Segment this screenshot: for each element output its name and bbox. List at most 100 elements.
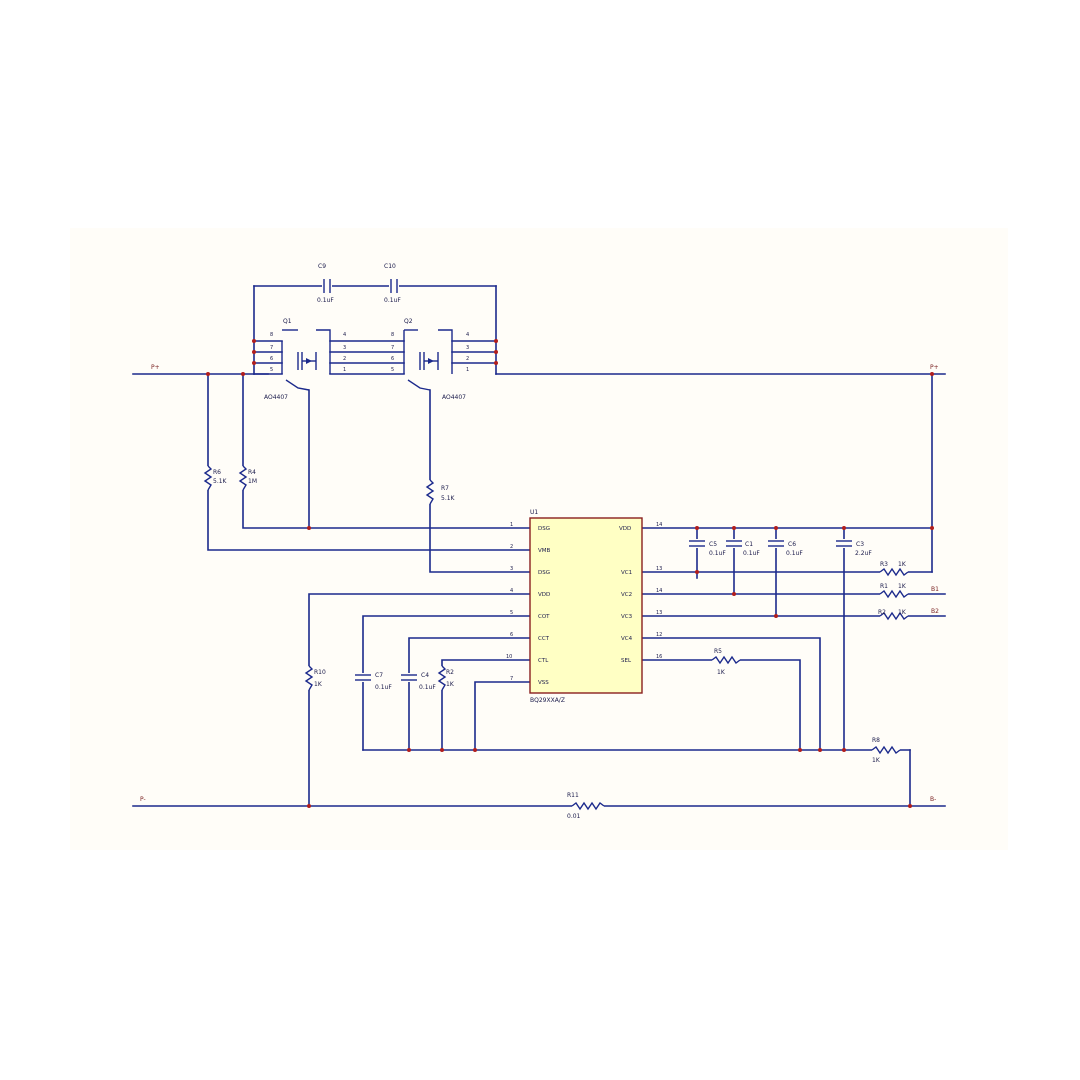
junction-dot xyxy=(252,361,256,365)
capacitor-c3: C3 2.2uF xyxy=(836,539,872,557)
q1-pin: 7 xyxy=(270,345,273,351)
junction-dot xyxy=(440,748,444,752)
c1-ref: C1 xyxy=(745,541,753,548)
capacitor-c10: C10 0.1uF xyxy=(384,263,401,304)
wire-r4-dsg xyxy=(242,373,531,529)
pin-name: VC1 xyxy=(621,570,632,576)
q1-pin: 4 xyxy=(343,332,346,338)
r6-value: 5.1K xyxy=(213,478,228,485)
pin-name: VSS xyxy=(538,680,549,686)
r4-gap xyxy=(238,466,248,490)
junction-dot xyxy=(206,372,210,376)
q2-ref: Q2 xyxy=(404,318,413,325)
junction-dot xyxy=(252,350,256,354)
junction-dot xyxy=(732,592,736,596)
pin-num: 5 xyxy=(510,610,513,616)
wire-q2-gate xyxy=(429,389,531,573)
junction-dot xyxy=(494,339,498,343)
resistor-r3: R3 1K xyxy=(879,561,909,577)
pin-name: SEL xyxy=(621,658,632,664)
q2-arrow-icon xyxy=(428,358,434,364)
c7-value: 0.1uF xyxy=(375,684,392,691)
r5-value: 1K xyxy=(446,681,455,688)
junction-dot xyxy=(818,748,822,752)
wire-vss xyxy=(474,681,531,751)
resistor-r10: R10 1K xyxy=(304,665,326,691)
c9-ref: C9 xyxy=(318,263,326,270)
resistor-r4: R4 1M xyxy=(238,465,257,491)
c5-ref: C5 xyxy=(709,541,717,548)
wire-sel xyxy=(641,659,801,751)
capacitor-c7: C7 0.1uF xyxy=(355,672,392,691)
r4-value: 1M xyxy=(248,478,257,485)
pin-num: 1 xyxy=(510,522,513,528)
wire-cct-c4 xyxy=(408,637,531,751)
r7-value: 5.1K xyxy=(441,495,456,502)
r6-zigzag xyxy=(203,465,213,491)
ic-u1: U1 BQ29XXA/Z 1 DSG 2 VMB 3 DSG 4 VDD 5 C… xyxy=(506,509,662,704)
junction-dot xyxy=(407,748,411,752)
q1-bracket-top-right xyxy=(316,329,331,374)
port-n-in: P- xyxy=(140,796,146,803)
q1-pin: 2 xyxy=(343,356,346,362)
junction-dot xyxy=(494,350,498,354)
ic-part: BQ29XXA/Z xyxy=(530,697,565,704)
capacitor-c5: C5 0.1uF xyxy=(689,539,726,557)
q2-pin: 8 xyxy=(391,332,394,338)
port-p-in: P+ xyxy=(151,364,160,371)
junction-dot xyxy=(774,614,778,618)
capacitor-c9: C9 0.1uF xyxy=(317,263,334,304)
r1-zigzag xyxy=(879,589,909,599)
r1-ref: R1 xyxy=(880,583,888,590)
r3-ref: R3 xyxy=(880,561,888,568)
junction-dot xyxy=(842,748,846,752)
junction-dot xyxy=(842,526,846,530)
r11-value: 0.01 xyxy=(567,813,581,820)
r4-zigzag xyxy=(238,465,248,491)
r4-ref: R4 xyxy=(248,469,256,476)
junction-dot xyxy=(930,372,934,376)
junction-dot xyxy=(252,339,256,343)
c6-value: 0.1uF xyxy=(786,550,803,557)
port-p-out: P+ xyxy=(930,364,939,371)
r8-ref: R8 xyxy=(872,737,880,744)
junction-dot xyxy=(473,748,477,752)
q2-pin: 4 xyxy=(466,332,469,338)
wire-ctl-r5 xyxy=(441,659,531,751)
r7-ref: R7 xyxy=(441,485,449,492)
junction-dot xyxy=(798,748,802,752)
port-b1: B1 xyxy=(931,586,939,593)
junction-dot xyxy=(241,372,245,376)
circuit-diagram: U1 BQ29XXA/Z 1 DSG 2 VMB 3 DSG 4 VDD 5 C… xyxy=(132,263,946,820)
pin-name: VC2 xyxy=(621,592,632,598)
pin-name: VDD xyxy=(619,526,631,532)
pin-num: 6 xyxy=(510,632,513,638)
c6-ref: C6 xyxy=(788,541,796,548)
r6-gap xyxy=(203,466,213,490)
capacitor-c1: C1 0.1uF xyxy=(726,539,760,557)
junction-dot xyxy=(307,804,311,808)
q2-pin: 3 xyxy=(466,345,469,351)
pin-num: 7 xyxy=(510,676,513,682)
c3-ref: C3 xyxy=(856,541,864,548)
schematic-sheet: U1 BQ29XXA/Z 1 DSG 2 VMB 3 DSG 4 VDD 5 C… xyxy=(70,228,1008,850)
resistor-r8: R8 1K xyxy=(871,737,901,764)
c5-value: 0.1uF xyxy=(709,550,726,557)
q1-pin: 6 xyxy=(270,356,273,362)
r10-ref: R10 xyxy=(314,669,326,676)
c10-gap xyxy=(389,281,399,291)
capacitor-c4: C4 0.1uF xyxy=(401,672,436,691)
c1-value: 0.1uF xyxy=(743,550,760,557)
pin-num: 10 xyxy=(506,654,512,660)
junction-dot xyxy=(732,526,736,530)
resistor-r6: R6 5.1K xyxy=(203,465,228,491)
resistor-r5: R2 1K xyxy=(437,665,455,691)
r1-value: 1K xyxy=(898,583,907,590)
pin-name: VMB xyxy=(538,548,551,554)
c4-gap xyxy=(402,673,416,682)
q1-ref: Q1 xyxy=(283,318,292,325)
c6-gap xyxy=(769,539,783,548)
junction-dot xyxy=(695,570,699,574)
r9-value: 1K xyxy=(717,669,726,676)
port-n-out: B- xyxy=(930,796,936,803)
